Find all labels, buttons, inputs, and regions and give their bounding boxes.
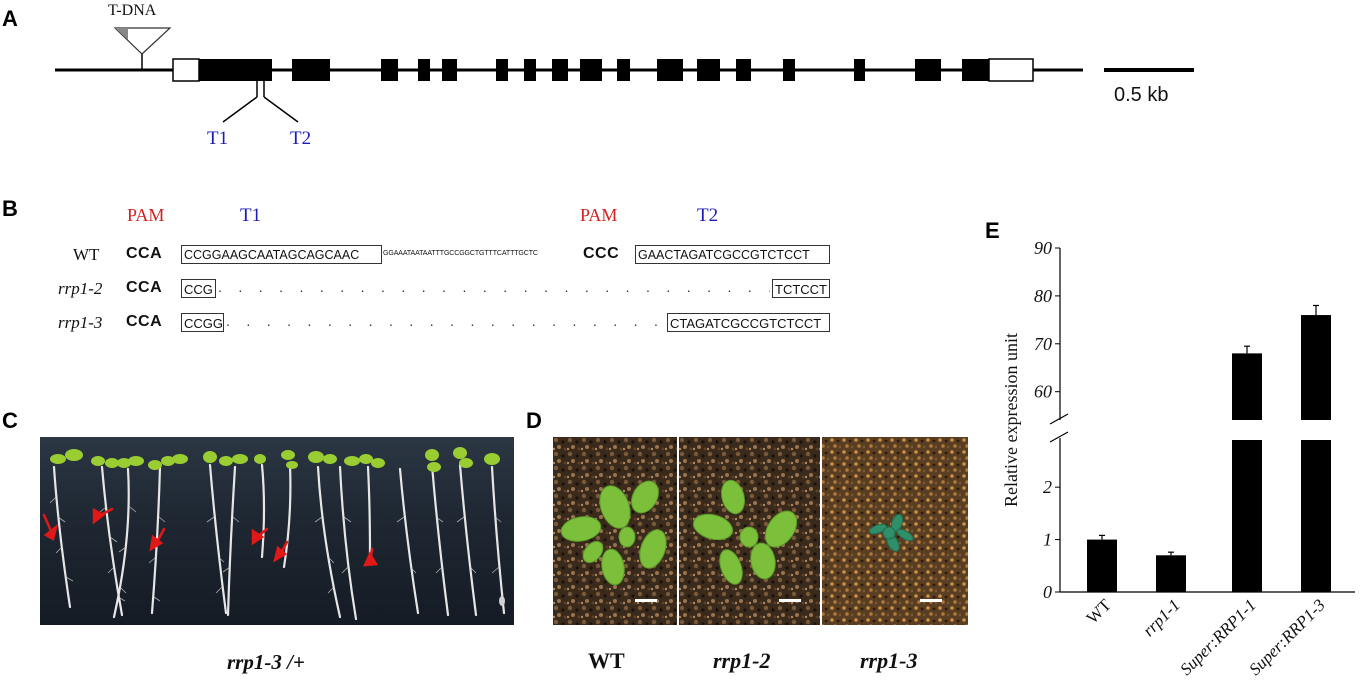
- rrp1-3-pam-left: CCA: [126, 313, 163, 330]
- exon-1: [199, 59, 272, 81]
- t1-pointer-line-diag: [222, 96, 258, 123]
- scale-bar-wt: [635, 599, 657, 602]
- row-label-wt: WT: [73, 245, 100, 264]
- panel-a-t2-label: T2: [290, 128, 312, 149]
- axis-break-mark-lower: [1049, 431, 1069, 443]
- rrp1-2-deletion-dots: . . . . . . . . . . . . . . . . . . . . …: [218, 279, 770, 295]
- scale-bar-rrp1-2: [779, 599, 801, 602]
- panel-d-label-rrp1-2: rrp1-2: [713, 648, 771, 673]
- panel-d-letter: D: [526, 408, 542, 433]
- exon-2: [292, 59, 330, 81]
- rrp1-2-pam-left: CCA: [126, 279, 163, 296]
- x-tick-label: WT: [1083, 595, 1116, 628]
- row-label-rrp1-3: rrp1-3: [58, 313, 102, 333]
- wt-middle-sequence: GGAAATAATAATTTGCCGGCTGTTTCATTTGCTC: [383, 250, 538, 257]
- exon-13: [736, 59, 751, 81]
- panel-c-label: rrp1-3 /+: [227, 650, 305, 674]
- wt-pam-left: CCA: [126, 245, 163, 262]
- y-tick-label: 1: [1043, 530, 1052, 550]
- rrp1-3-target-box-1: CCGG: [181, 313, 224, 332]
- panel-b-t2-label: T2: [697, 205, 719, 226]
- y-tick-label: 60: [1034, 382, 1052, 402]
- panel-d-label-wt: WT: [588, 648, 625, 673]
- y-tick-label: 70: [1034, 334, 1052, 354]
- scale-bar-label: 0.5 kb: [1114, 84, 1169, 106]
- tdna-label: T-DNA: [108, 2, 157, 19]
- panel-b-t1-label: T1: [240, 205, 262, 226]
- panel-a-t1-label: T1: [207, 128, 229, 149]
- y-tick-label: 80: [1034, 286, 1052, 306]
- pam2-label: PAM: [580, 205, 618, 225]
- exon-12: [697, 59, 720, 81]
- rrp1-3-deletion-dots: . . . . . . . . . . . . . . . . . . . . …: [226, 313, 664, 329]
- t2-pointer-line-diag: [263, 96, 299, 123]
- y-tick-label: 2: [1043, 477, 1052, 497]
- panel-c-letter: C: [2, 408, 18, 433]
- exon-9: [580, 59, 602, 81]
- gene-structure-diagram: [55, 27, 1194, 123]
- exon-10: [617, 59, 630, 81]
- row-label-rrp1-3-text: rrp1-3: [58, 313, 103, 332]
- wt-pam-right: CCC: [583, 245, 620, 262]
- x-tick-label: rrp1-1: [1139, 595, 1184, 640]
- exon-14: [783, 59, 795, 81]
- exon-15: [854, 59, 865, 81]
- panel-b-letter: B: [2, 196, 18, 221]
- seedlings-photo: [40, 437, 514, 625]
- wt-target-box-2: GAACTAGATCGCCGTCTCCT: [635, 245, 830, 264]
- row-label-rrp1-2: rrp1-2: [58, 279, 102, 299]
- exon-6: [496, 59, 508, 81]
- scale-bar-rrp1-3: [920, 599, 942, 602]
- wt-target-box-1: CCGGAAGCAATAGCAGCAAC: [181, 245, 382, 264]
- rosettes-photo: [553, 437, 968, 625]
- rrp1-3-target-box-2: CTAGATCGCCGTCTCCT: [667, 313, 830, 332]
- exon-16: [915, 59, 941, 81]
- panel-a-letter: A: [2, 6, 18, 31]
- pam1-label: PAM: [127, 205, 165, 225]
- rrp1-2-target-box-2: TCTCCT: [772, 279, 830, 298]
- bar: [1087, 539, 1117, 592]
- exon-17: [962, 59, 989, 81]
- exon-8: [552, 59, 568, 81]
- bar: [1232, 440, 1262, 592]
- tdna-triangle-shade: [115, 28, 128, 40]
- bar: [1156, 555, 1186, 592]
- panel-d-label-rrp1-3: rrp1-3: [860, 648, 918, 673]
- exon-3: [381, 59, 398, 81]
- bar: [1301, 315, 1331, 420]
- rrp1-2-target-box-1: CCG: [181, 279, 216, 298]
- exon-7: [524, 59, 536, 81]
- exon-11: [657, 59, 683, 81]
- utr-5prime: [172, 58, 200, 82]
- bar: [1232, 353, 1262, 420]
- tdna-triangle: [113, 27, 172, 55]
- axis-break-mark-upper: [1049, 413, 1069, 425]
- exon-4: [418, 59, 430, 81]
- y-tick-label: 0: [1043, 582, 1052, 602]
- y-axis-label: Relative expression unit: [1001, 333, 1021, 507]
- utr-3prime: [988, 58, 1034, 82]
- row-label-rrp1-2-text: rrp1-2: [58, 279, 103, 298]
- panel-e-letter: E: [985, 218, 1000, 243]
- exon-5: [442, 59, 457, 81]
- y-tick-label: 90: [1034, 238, 1052, 258]
- bar: [1301, 440, 1331, 592]
